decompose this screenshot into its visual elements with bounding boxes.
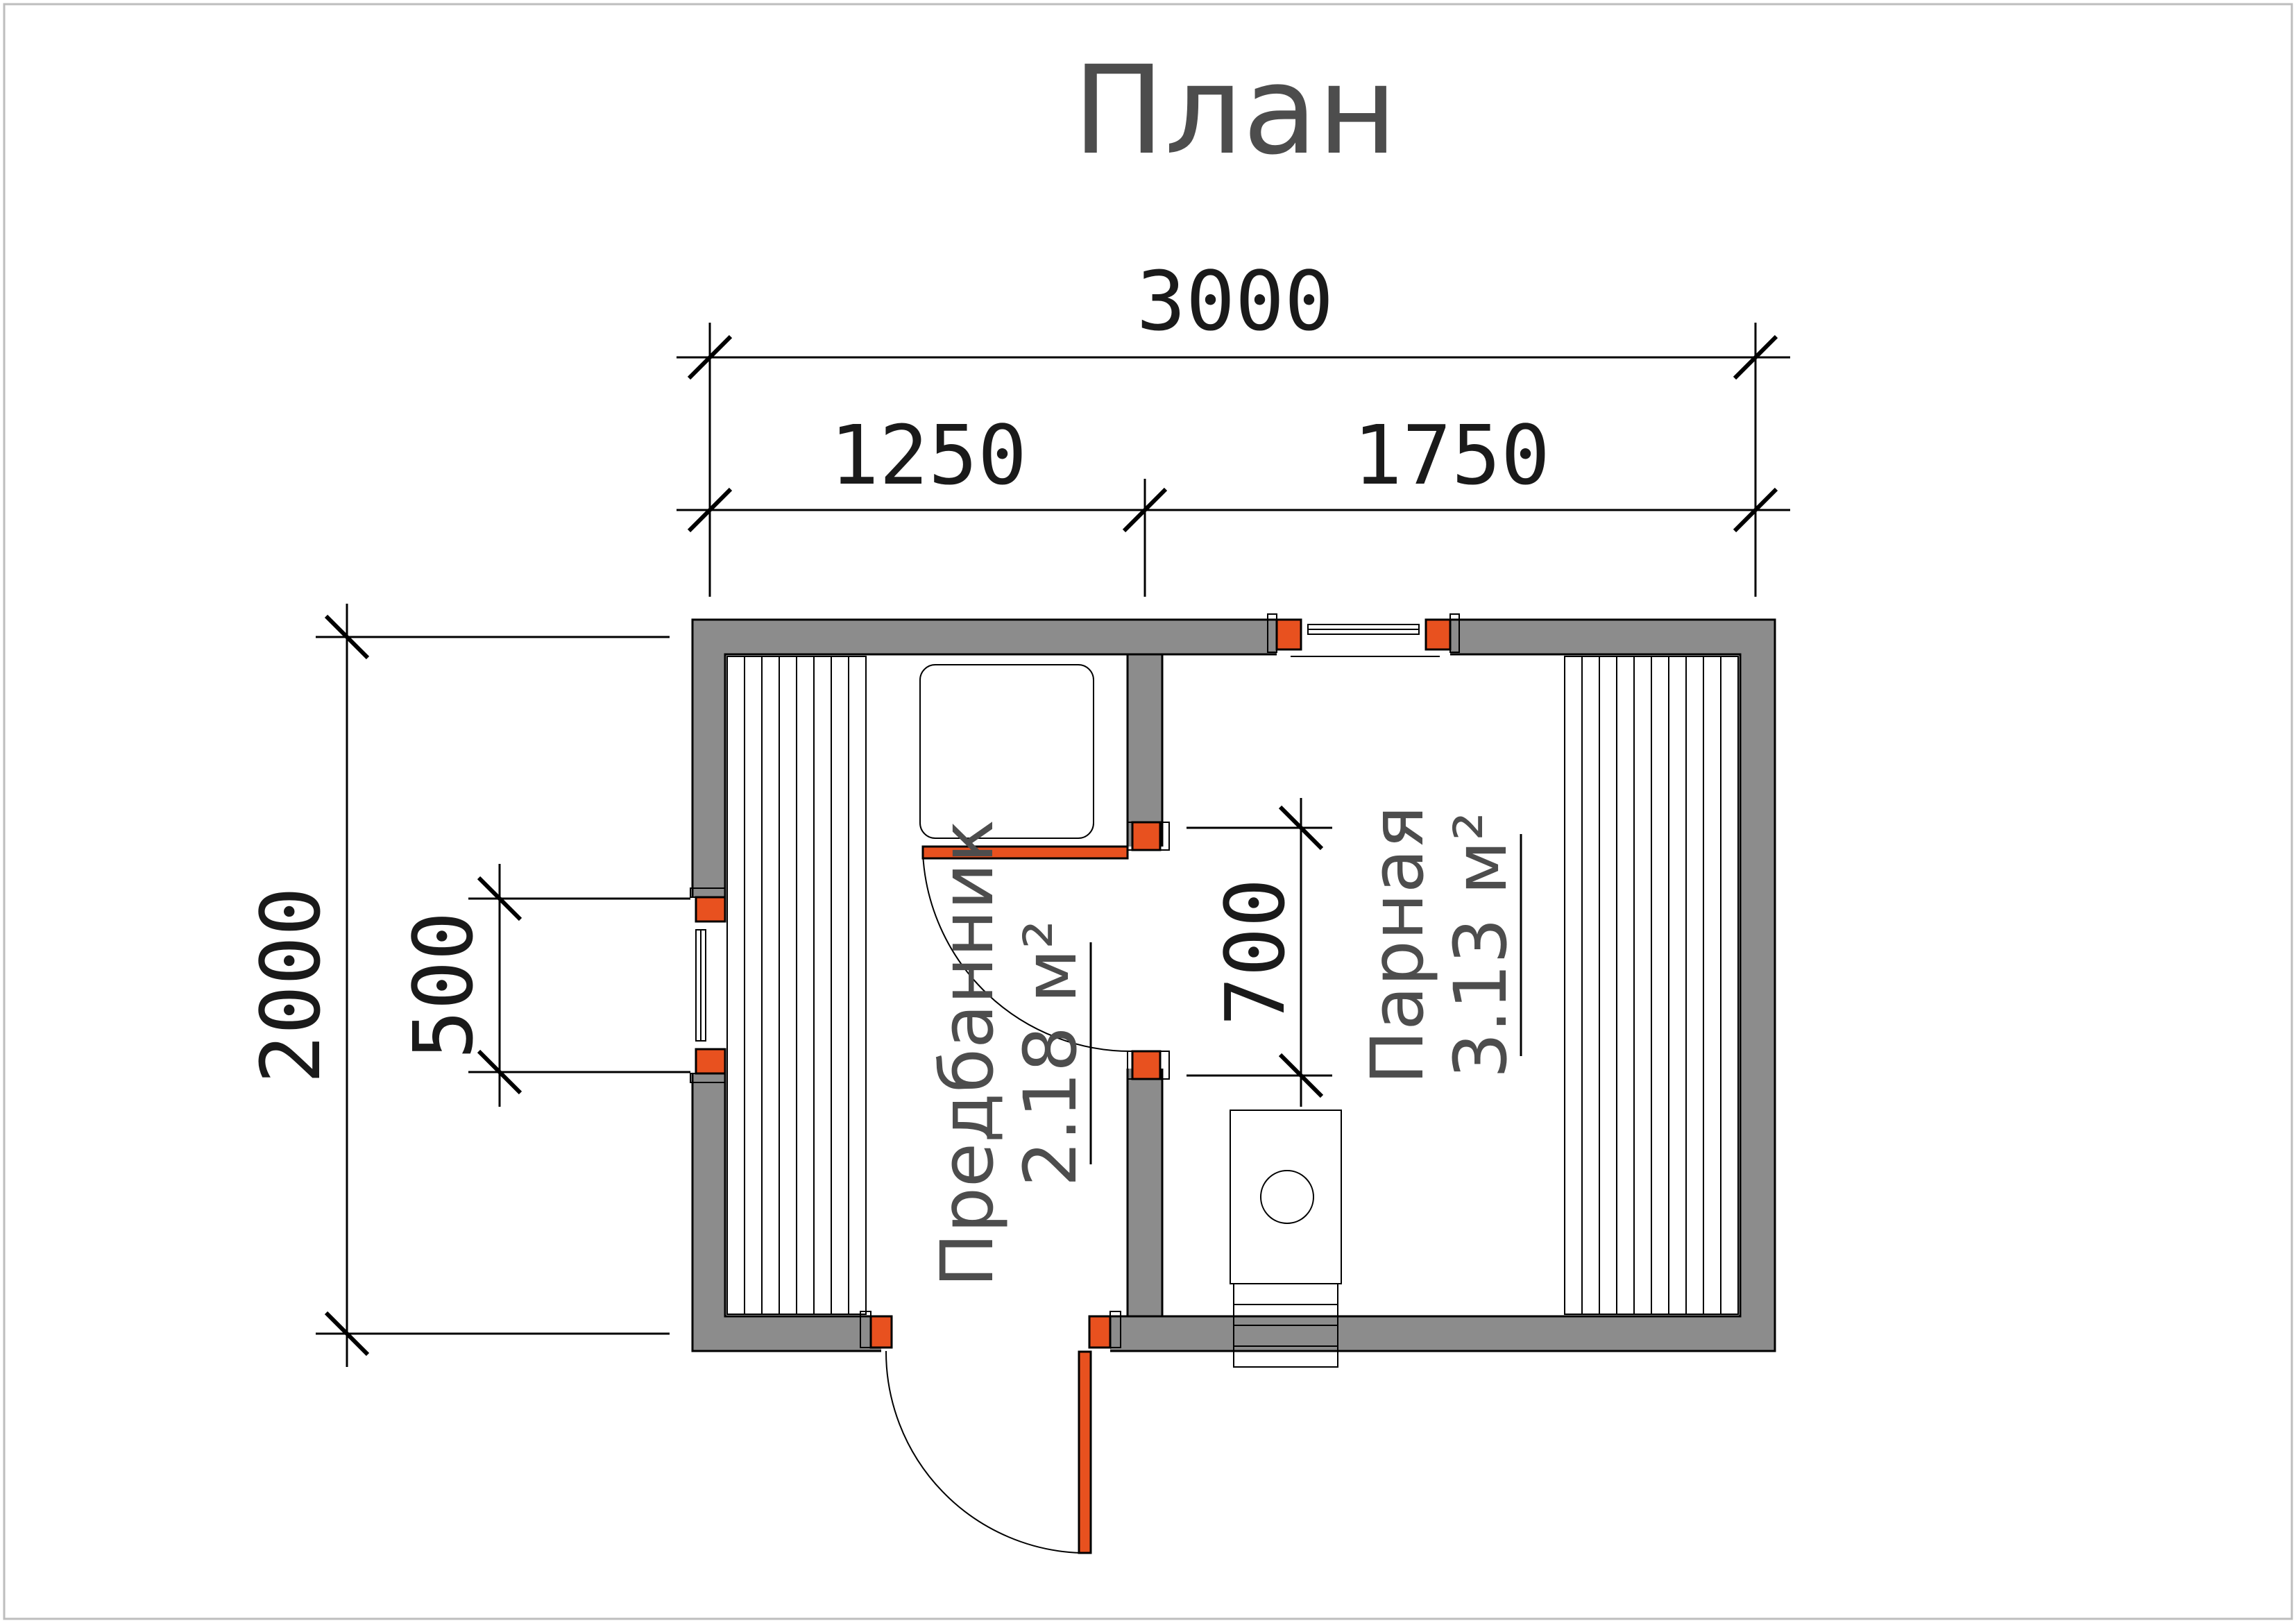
room-area-steam: 3.13 м² bbox=[1438, 812, 1523, 1079]
stove bbox=[1230, 1110, 1342, 1368]
dim-total-width: 3000 bbox=[1137, 253, 1334, 349]
room-label-steam: Парная 3.13 м² bbox=[1355, 806, 1523, 1085]
top-dimensions: 3000 1250 1750 bbox=[677, 253, 1790, 597]
bench-right bbox=[1564, 656, 1739, 1315]
room-area-dressing: 2.18 м² bbox=[1008, 920, 1093, 1187]
openings bbox=[690, 618, 1450, 1353]
dim-right-width: 1750 bbox=[1353, 407, 1550, 503]
dim-door-width: 700 bbox=[1207, 878, 1303, 1026]
room-name-steam: Парная bbox=[1355, 806, 1440, 1085]
entrance-door bbox=[860, 1311, 1121, 1554]
left-dimensions: 2000 500 bbox=[243, 604, 694, 1367]
dim-window-width: 500 bbox=[396, 911, 491, 1059]
dim-left-width: 1250 bbox=[830, 407, 1027, 503]
room-label-dressing: Предбанник 2.18 м² bbox=[925, 819, 1093, 1287]
interior-door: 700 bbox=[921, 798, 1332, 1107]
plan-title: План bbox=[1073, 40, 1397, 182]
table bbox=[919, 664, 1094, 839]
page-border bbox=[3, 3, 2293, 1620]
bench-left bbox=[726, 656, 867, 1315]
room-name-dressing: Предбанник bbox=[925, 819, 1010, 1287]
left-window bbox=[690, 887, 726, 1083]
top-window bbox=[1267, 613, 1460, 657]
dim-height: 2000 bbox=[243, 887, 339, 1084]
